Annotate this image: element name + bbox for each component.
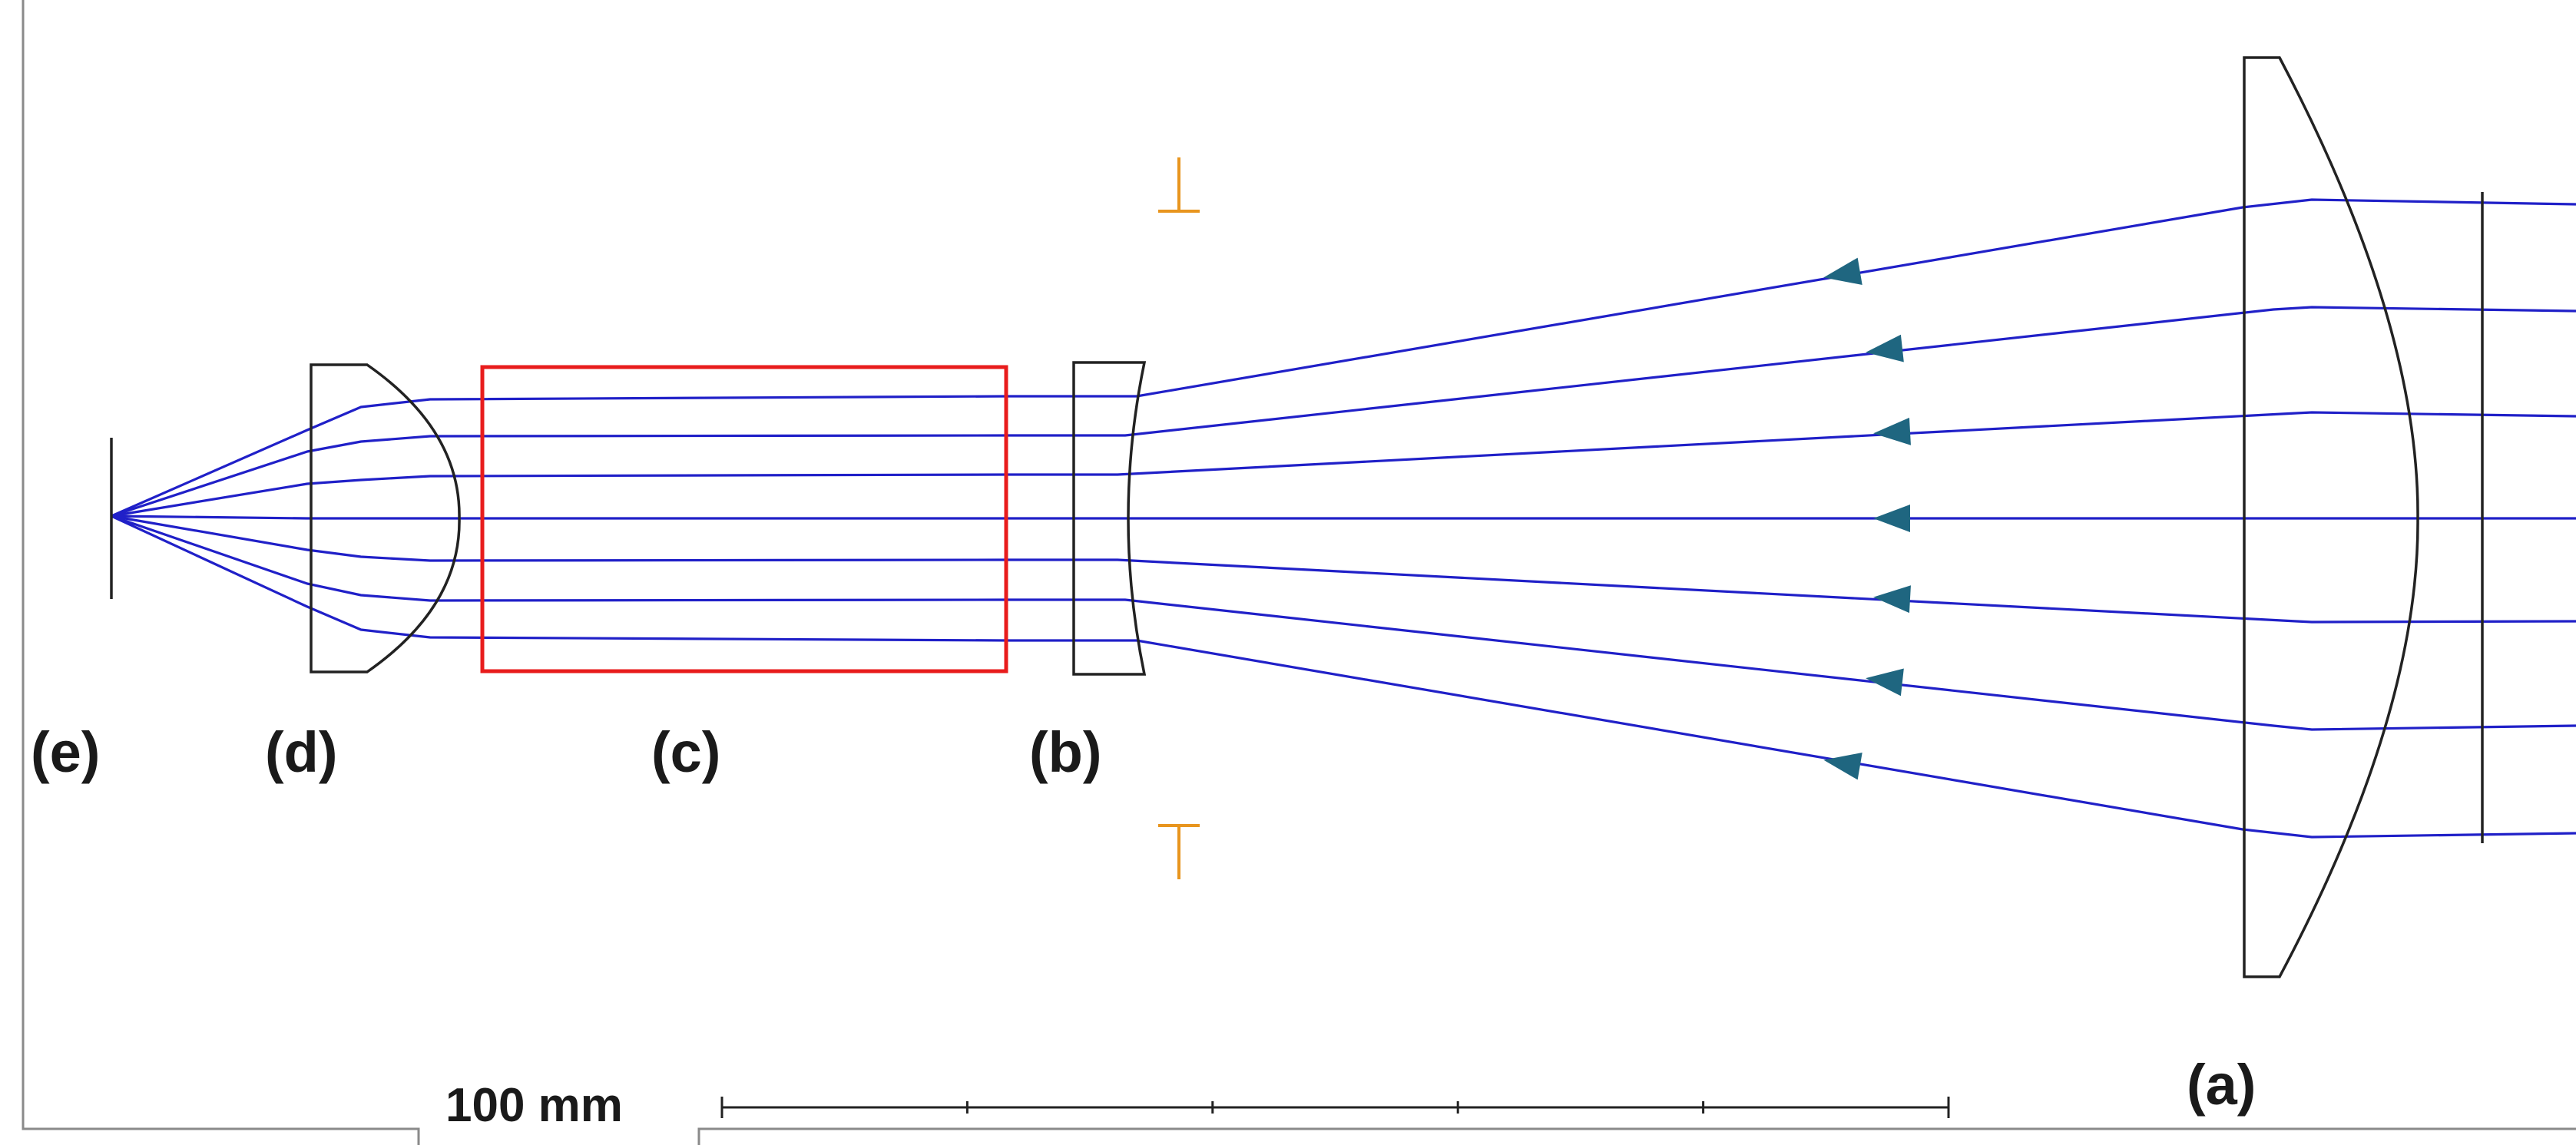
aperture-stop-top-marker (1158, 157, 1200, 213)
label-e: (e) (31, 720, 100, 784)
ray-arrow-5 (1873, 585, 1911, 614)
scale-bar-label: 100 mm (445, 1079, 623, 1132)
frame-bottom-right (697, 1127, 2576, 1145)
ray-arrow-6 (1866, 668, 1904, 697)
frame-left-bottom (22, 0, 420, 1145)
label-d: (d) (265, 720, 338, 784)
lens-a-plano-convex (2243, 56, 2419, 978)
lens-b-concave (1072, 361, 1147, 676)
ray-arrow-3 (1873, 417, 1911, 445)
frame (22, 0, 2576, 1145)
ray-arrow-2 (1866, 334, 1904, 362)
element-c-crystal-box (480, 365, 1008, 673)
ray-4 (111, 515, 2576, 520)
ray-arrow-1 (1823, 257, 1862, 286)
aperture-stop-bottom-marker (1158, 824, 1200, 879)
scale-bar (720, 1097, 1950, 1118)
label-c: (c) (651, 720, 720, 784)
ray-arrows (1823, 257, 1911, 780)
label-a: (a) (2187, 1053, 2256, 1117)
lens-d-plano-convex (310, 363, 461, 673)
label-b: (b) (1029, 720, 1102, 784)
ray-arrow-7 (1823, 752, 1862, 780)
ray-arrow-4 (1873, 505, 1910, 532)
